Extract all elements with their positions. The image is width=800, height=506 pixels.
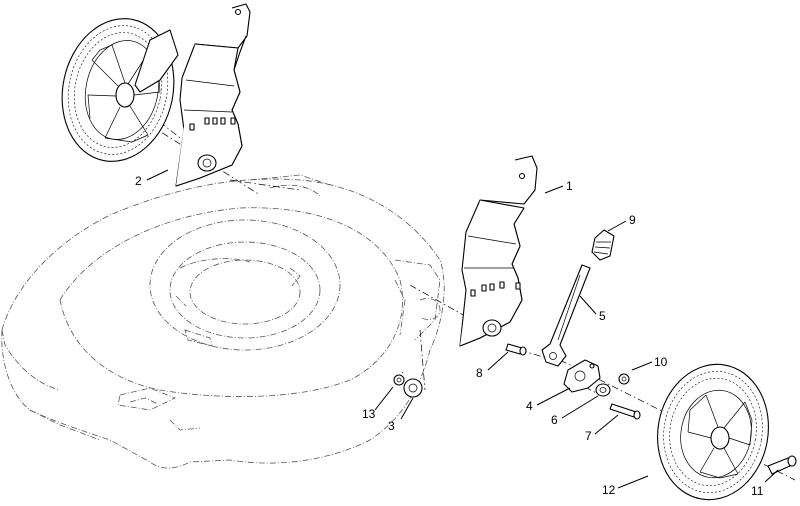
front-wheel-part-12 (657, 363, 769, 501)
callout-12: 12 (602, 483, 616, 497)
lever-knob-part-9 (591, 229, 615, 261)
callout-13: 13 (362, 407, 376, 421)
leader-lines (146, 169, 779, 489)
washer-part-6 (595, 383, 611, 397)
callout-10: 10 (654, 355, 668, 369)
callout-2: 2 (135, 174, 142, 188)
rear-bracket-part-2 (175, 3, 251, 187)
rear-wheel-top (61, 18, 179, 162)
callout-11: 11 (751, 484, 764, 498)
callout-3: 3 (388, 419, 395, 433)
nut-part-10 (618, 373, 630, 385)
callout-9: 9 (629, 213, 636, 227)
bolt-part-7 (609, 403, 641, 420)
callout-4: 4 (526, 399, 533, 413)
front-bracket-part-1 (459, 155, 538, 347)
bushing-part-3 (403, 378, 423, 398)
callout-5: 5 (599, 309, 606, 323)
callout-1: 1 (566, 179, 573, 193)
bolt-part-8 (505, 343, 527, 356)
height-lever-part-5 (541, 264, 591, 367)
nut-part-13 (393, 374, 405, 386)
pivot-plate-part-4 (563, 359, 601, 393)
callout-6: 6 (551, 413, 558, 427)
axle-bolt-part-11 (767, 455, 797, 475)
mower-deck (1, 174, 445, 469)
callout-labels: 1 2 3 4 5 6 7 8 9 10 11 12 13 (135, 174, 764, 498)
callout-8: 8 (476, 366, 483, 380)
callout-7: 7 (585, 429, 592, 443)
